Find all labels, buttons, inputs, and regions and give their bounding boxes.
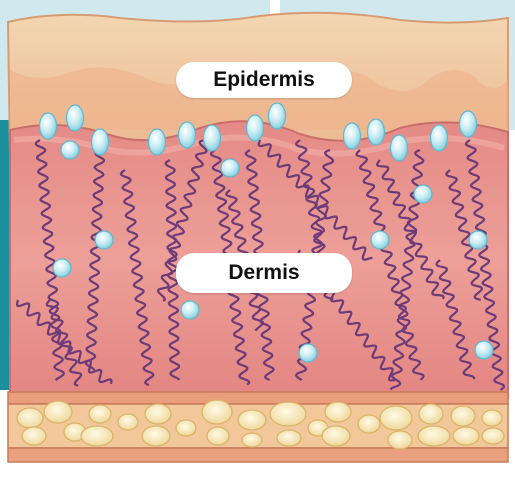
fat-cell-icon bbox=[176, 420, 196, 436]
droplet-cell-icon bbox=[371, 231, 389, 249]
droplet-cell-icon bbox=[431, 125, 448, 151]
droplet-cell-icon bbox=[469, 231, 487, 249]
fat-cell-icon bbox=[238, 410, 266, 430]
fat-cell-icon bbox=[242, 433, 262, 447]
fat-cell-icon bbox=[277, 430, 301, 446]
epidermis-label: Epidermis bbox=[176, 62, 352, 98]
dermis-label: Dermis bbox=[176, 253, 352, 293]
fat-cell-icon bbox=[81, 426, 113, 446]
fat-cell-icon bbox=[145, 404, 171, 424]
fat-cell-icon bbox=[418, 426, 450, 446]
subcutis-top-band bbox=[8, 392, 508, 404]
droplet-cell-icon bbox=[368, 119, 385, 145]
fat-cell-icon bbox=[322, 426, 350, 446]
fat-cell-icon bbox=[22, 427, 46, 445]
fat-cell-icon bbox=[380, 406, 412, 430]
droplet-cell-icon bbox=[391, 135, 408, 161]
fat-cell-icon bbox=[482, 428, 504, 444]
droplet-cell-icon bbox=[299, 344, 317, 362]
fat-cell-icon bbox=[482, 410, 502, 426]
droplet-cell-icon bbox=[92, 129, 109, 155]
fat-cell-icon bbox=[388, 431, 412, 449]
droplet-cell-icon bbox=[344, 123, 361, 149]
fat-cell-icon bbox=[142, 426, 170, 446]
droplet-cell-icon bbox=[40, 113, 57, 139]
fat-cell-icon bbox=[207, 427, 229, 445]
droplet-cell-icon bbox=[247, 115, 264, 141]
droplet-cell-icon bbox=[414, 185, 432, 203]
droplet-cell-icon bbox=[95, 231, 113, 249]
subcutis-bottom-band bbox=[8, 448, 508, 462]
droplet-cell-icon bbox=[149, 129, 166, 155]
droplet-cell-icon bbox=[179, 122, 196, 148]
fat-cell-icon bbox=[118, 414, 138, 430]
droplet-cell-icon bbox=[460, 111, 477, 137]
fat-cell-icon bbox=[453, 427, 479, 445]
droplet-cell-icon bbox=[67, 105, 84, 131]
droplet-cell-icon bbox=[181, 301, 199, 319]
fat-cell-icon bbox=[202, 400, 232, 424]
droplet-cell-icon bbox=[475, 341, 493, 359]
fat-cell-icon bbox=[89, 405, 111, 423]
fat-cell-icon bbox=[451, 406, 475, 426]
fat-cell-icon bbox=[44, 401, 72, 423]
droplet-cell-icon bbox=[204, 125, 221, 151]
fat-cell-icon bbox=[17, 408, 43, 428]
droplet-cell-icon bbox=[221, 159, 239, 177]
fat-cell-icon bbox=[358, 415, 380, 433]
droplet-cell-icon bbox=[53, 259, 71, 277]
droplet-cell-icon bbox=[269, 103, 286, 129]
droplet-cell-icon bbox=[61, 141, 79, 159]
fat-cell-icon bbox=[325, 402, 351, 422]
fat-cell-icon bbox=[419, 404, 443, 424]
fat-cell-icon bbox=[270, 402, 306, 426]
